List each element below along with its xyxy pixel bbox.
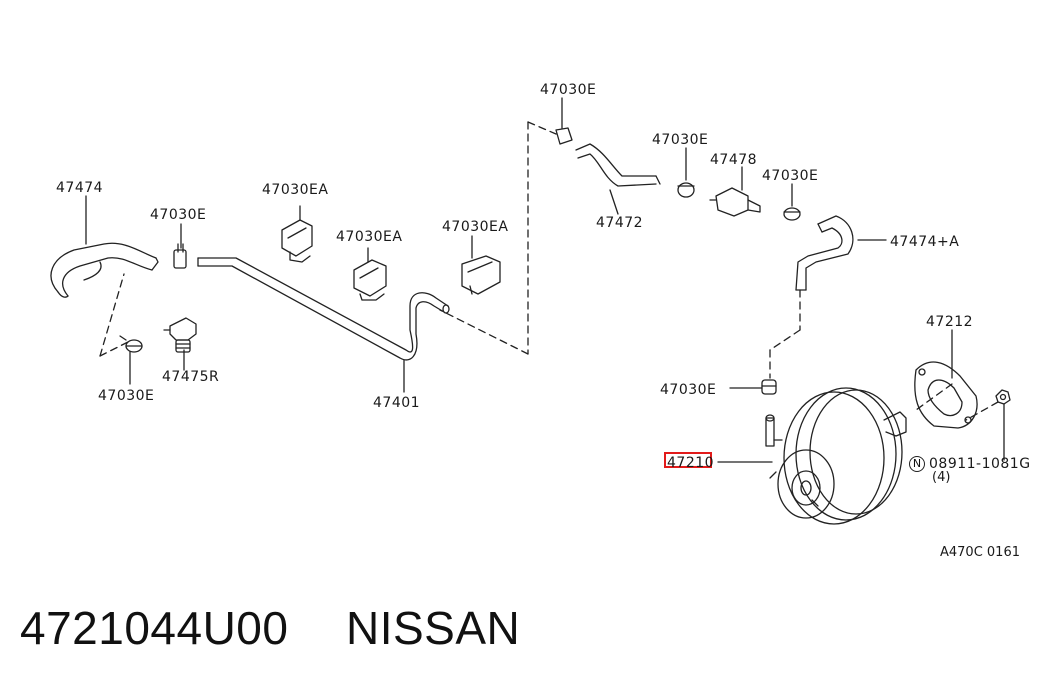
nut-08911 (995, 389, 1011, 405)
clip-47030ea-1 (281, 205, 313, 263)
dashed-lines (99, 121, 999, 421)
valve-47475r (163, 317, 197, 353)
clip-47030e-left (173, 243, 187, 269)
clip-47030ea-3 (461, 235, 501, 295)
leader-lines (85, 97, 1005, 463)
brand-name: NISSAN (346, 602, 521, 654)
clip-47030e-lower (761, 379, 777, 395)
clip-47030e-bottom (119, 335, 143, 353)
highlight-box (664, 452, 712, 468)
hose-47474 (50, 242, 159, 298)
label-47030e-lower: 47030E (660, 382, 717, 398)
clip-47030e-mid (677, 182, 695, 198)
label-47474: 47474 (56, 180, 104, 196)
part-number: 4721044U00 (20, 602, 289, 654)
diagram-code: A470C 0161 (940, 545, 1020, 560)
label-47030e-right: 47030E (762, 168, 819, 184)
label-47030ea-2: 47030EA (336, 229, 403, 245)
clip-47030ea-2 (353, 247, 387, 301)
label-47030ea-3: 47030EA (442, 219, 509, 235)
tube-47401 (197, 257, 450, 361)
label-47030ea-1: 47030EA (262, 182, 329, 198)
label-08911-qty: (4) (932, 470, 951, 485)
label-47030e-left: 47030E (150, 207, 207, 223)
label-47210: 47210 (667, 455, 715, 471)
label-47030e-mid: 47030E (652, 132, 709, 148)
label-47212: 47212 (926, 314, 974, 330)
hose-47474a (795, 215, 854, 291)
hose-47472 (555, 127, 661, 187)
label-47478: 47478 (710, 152, 758, 168)
label-47030e-bottom: 47030E (98, 388, 155, 404)
gasket-47212 (914, 361, 978, 429)
label-47472: 47472 (596, 215, 644, 231)
valve-47478 (709, 187, 761, 217)
label-47474a: 47474+A (890, 234, 960, 250)
booster-47210 (765, 387, 907, 525)
label-47475r: 47475R (162, 369, 220, 385)
n-mark: N (909, 456, 925, 472)
label-08911: 08911-1081G (929, 456, 1031, 472)
label-47030e-top: 47030E (540, 82, 597, 98)
clip-47030e-right (783, 207, 801, 221)
label-47401: 47401 (373, 395, 421, 411)
